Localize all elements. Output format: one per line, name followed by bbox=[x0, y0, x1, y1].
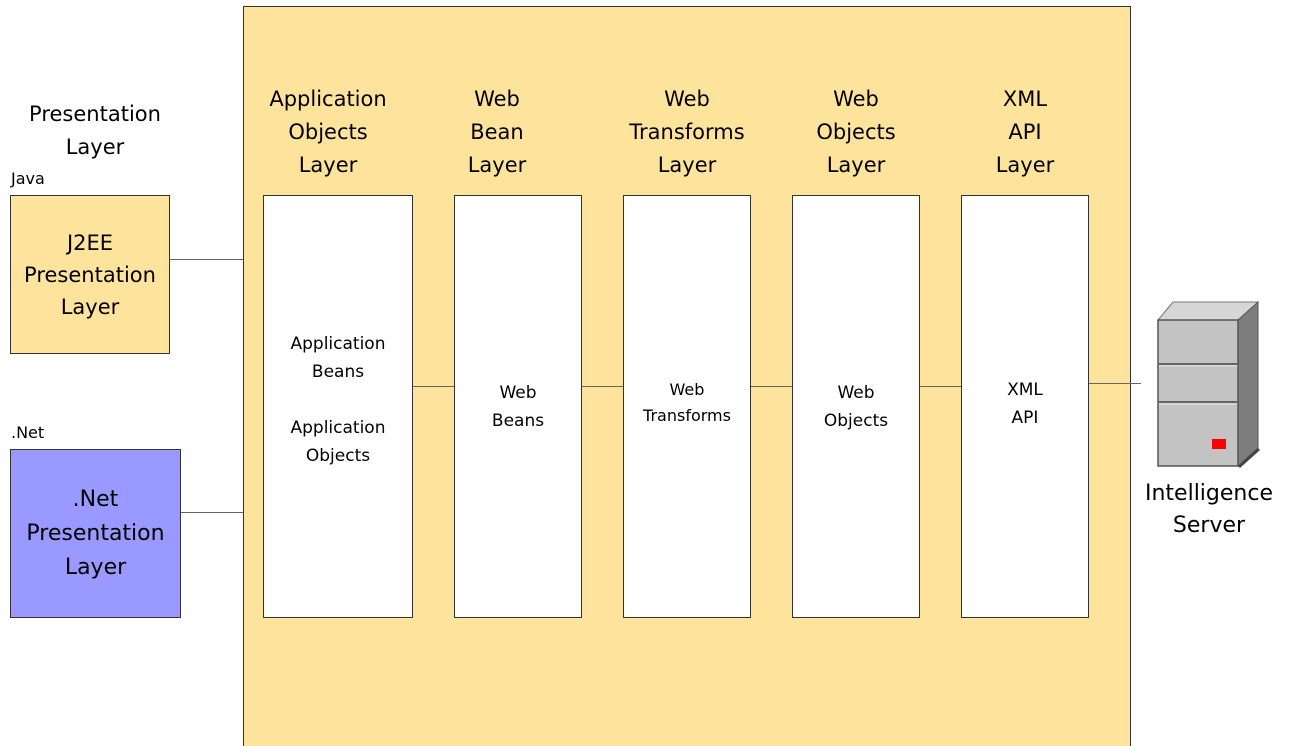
intelligence-server-label: Intelligence Server bbox=[1144, 481, 1273, 538]
connector-webobjects-xmlapi bbox=[920, 386, 961, 387]
web-objects-layer-heading: Web Objects Layer bbox=[816, 87, 896, 177]
java-label: Java bbox=[11, 169, 45, 188]
connector-app-webbeans bbox=[413, 386, 454, 387]
application-objects-content: Application Beans Application Objects bbox=[290, 333, 386, 466]
web-bean-layer-heading: Web Bean Layer bbox=[467, 87, 527, 177]
connector-transforms-webobjects bbox=[751, 386, 792, 387]
connector-webbeans-transforms bbox=[582, 386, 623, 387]
j2ee-connector bbox=[170, 259, 264, 260]
presentation-layer-heading: Presentation Layer bbox=[29, 102, 161, 159]
application-objects-column: Application Beans Application Objects bbox=[263, 195, 413, 618]
net-label: .Net bbox=[11, 423, 45, 442]
j2ee-presentation-layer-box: J2EE Presentation Layer bbox=[10, 195, 170, 354]
dotnet-presentation-layer-box: .Net Presentation Layer bbox=[10, 449, 181, 618]
web-transforms-column: Web Transforms bbox=[623, 195, 751, 618]
xml-api-content: XML API bbox=[1007, 379, 1043, 428]
web-objects-content: Web Objects bbox=[823, 382, 889, 431]
web-transforms-content: Web Transforms bbox=[643, 379, 731, 425]
application-objects-layer-heading: Application Objects Layer bbox=[269, 87, 387, 177]
server-led bbox=[1212, 439, 1226, 449]
web-objects-column: Web Objects bbox=[792, 195, 920, 618]
connector-xmlapi-server bbox=[1089, 383, 1141, 384]
web-beans-column: Web Beans bbox=[454, 195, 582, 618]
server-icon bbox=[1156, 300, 1260, 468]
web-transforms-layer-heading: Web Transforms Layer bbox=[629, 87, 745, 177]
xml-api-layer-heading: XML API Layer bbox=[995, 87, 1055, 177]
dotnet-connector bbox=[181, 512, 264, 513]
web-beans-content: Web Beans bbox=[491, 382, 545, 431]
xml-api-column: XML API bbox=[961, 195, 1089, 618]
